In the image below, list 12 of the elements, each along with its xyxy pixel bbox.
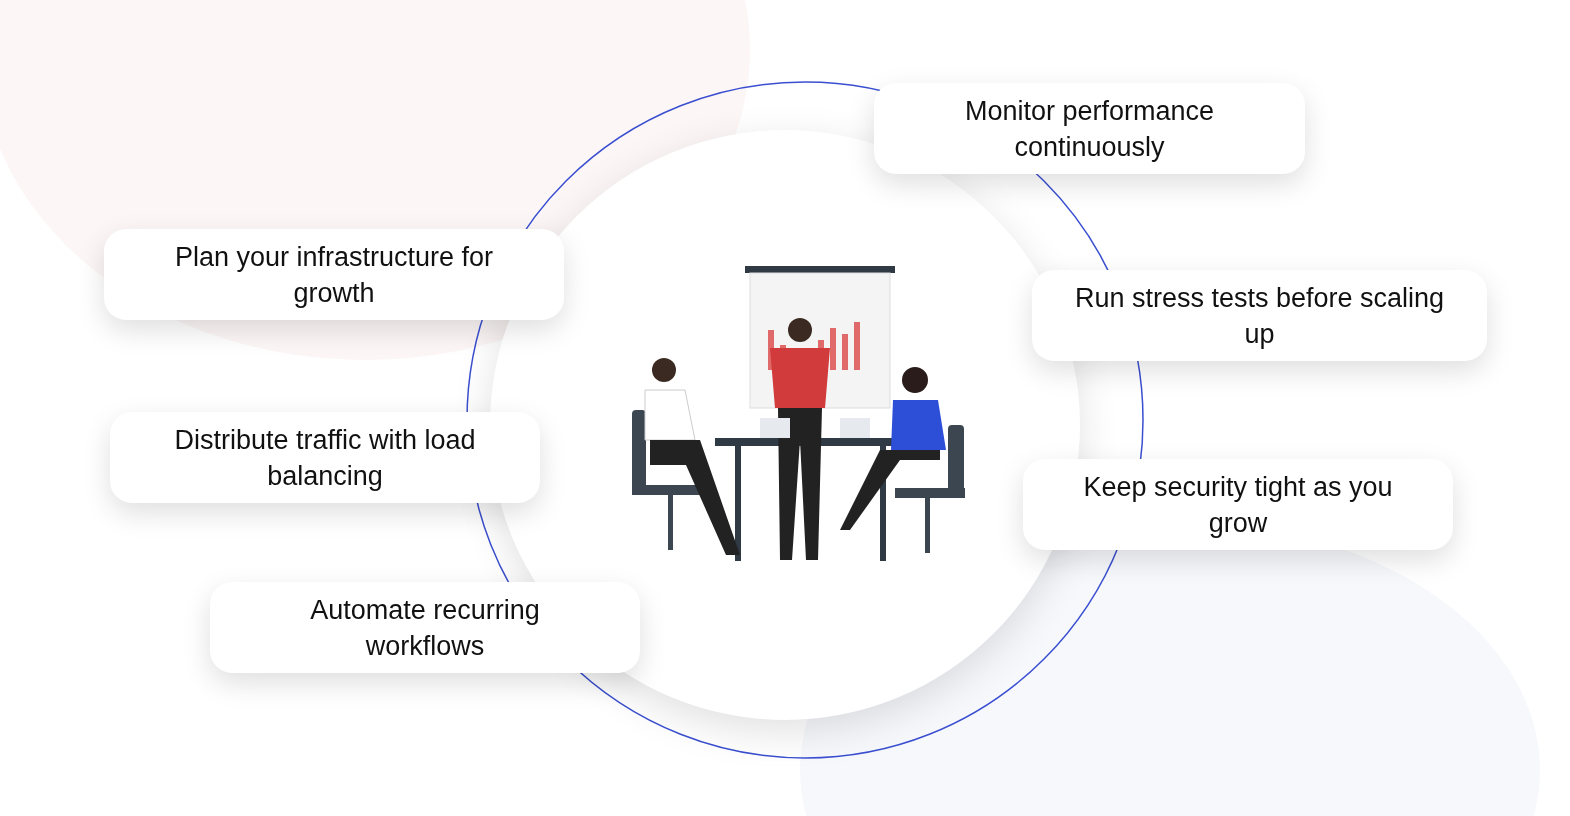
step-text: Run stress tests before scaling up [1073,281,1446,351]
step-card [210,582,640,673]
step-text: Automate recurring workflows [309,593,541,663]
step-text: Plan your infrastructure for growth [173,240,495,310]
step-text: Monitor performance continuously [963,94,1216,164]
step-text: Distribute traffic with load balancing [173,423,477,493]
step-card [110,412,540,503]
step-card [104,229,564,320]
step-card [874,83,1305,174]
step-card [1023,459,1453,550]
step-card [1032,270,1487,361]
step-text: Keep security tight as you grow [1082,470,1394,540]
